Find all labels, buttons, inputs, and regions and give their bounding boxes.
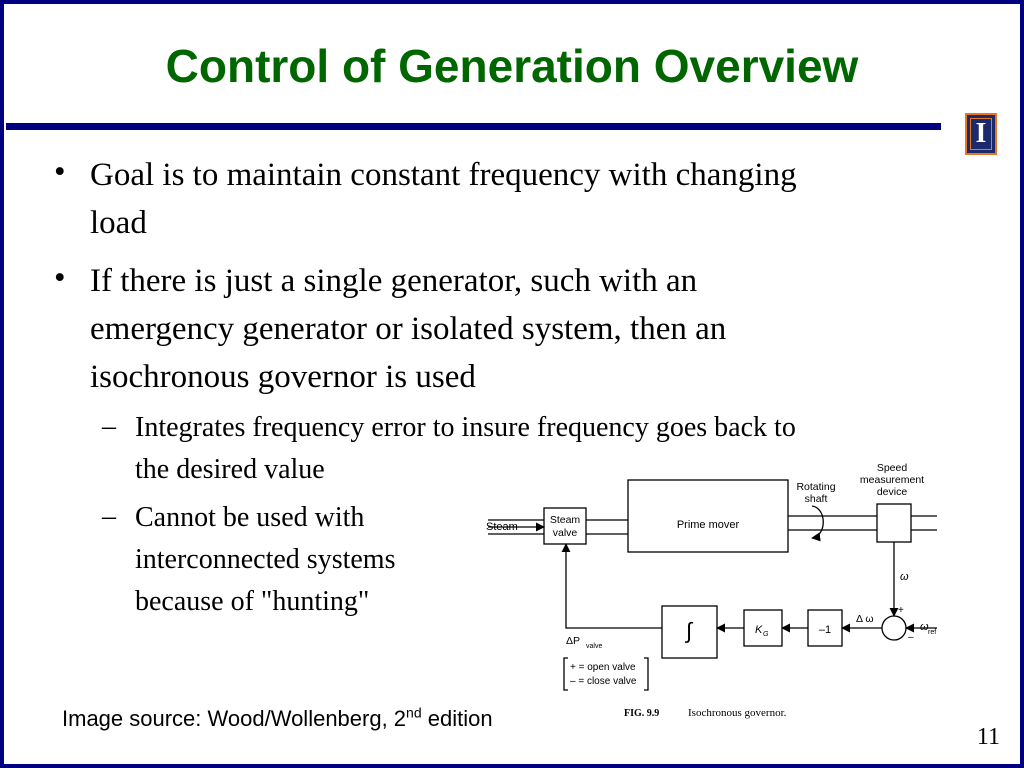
speed-measurement-block xyxy=(876,503,912,543)
omega-ref-subscript: ref xyxy=(928,629,936,636)
plus-sign: + xyxy=(898,605,904,616)
source-superscript: nd xyxy=(406,704,422,721)
integrator-block xyxy=(661,605,718,659)
sub-bullet-2-line-3: because of "hunting" xyxy=(135,586,370,617)
prime-mover-label: Prime mover xyxy=(677,519,740,531)
logo-letter: I xyxy=(975,118,987,149)
bullet-marker: • xyxy=(54,260,66,296)
sub-bullet-2-line-2: interconnected systems xyxy=(135,544,396,575)
negation-label: –1 xyxy=(819,624,831,636)
source-prefix: Image source: Wood/Wollenberg, 2 xyxy=(62,706,407,731)
sub-bullet-1-line-2: the desired value xyxy=(135,454,325,485)
gain-block xyxy=(743,609,783,647)
logo-border xyxy=(970,118,992,150)
sub-bullet-1-line-1: Integrates frequency error to insure fre… xyxy=(135,412,796,443)
slide-title: Control of Generation Overview xyxy=(165,40,859,92)
legend-bracket-right xyxy=(644,657,649,691)
page-number: 11 xyxy=(976,724,1000,750)
steam-valve-label-1: Steam xyxy=(550,514,581,526)
university-logo: I xyxy=(965,113,997,155)
speed-device-label-2: measurement xyxy=(860,474,924,486)
governor-diagram: Steam Steam valve Prime mover Rotating s… xyxy=(482,458,962,720)
rotation-arrow xyxy=(811,505,824,542)
legend-open-valve: + = open valve xyxy=(570,662,636,673)
sub-bullet-marker: – xyxy=(102,501,116,532)
integrator-symbol: ∫ xyxy=(684,618,694,643)
bullet-2-line-1: If there is just a single generator, suc… xyxy=(90,263,698,299)
gain-subscript: G xyxy=(763,631,769,638)
sub-bullet-2-line-1: Cannot be used with xyxy=(135,502,365,533)
figure-caption: Isochronous governor. xyxy=(688,707,787,719)
delta-omega-label: Δ ω xyxy=(856,613,874,625)
minus-sign: – xyxy=(908,632,914,643)
delta-p-subscript: valve xyxy=(586,643,602,650)
omega-ref-label: ω xyxy=(920,621,929,633)
legend-bracket-left xyxy=(563,657,568,691)
rotating-shaft-label-2: shaft xyxy=(805,493,828,505)
bullet-marker: • xyxy=(54,154,66,190)
bullet-1-line-2: load xyxy=(90,205,147,241)
governor-diagram-svg: Steam Steam valve Prime mover Rotating s… xyxy=(486,462,937,719)
steam-valve-label-2: valve xyxy=(553,527,578,539)
rotating-shaft-label-1: Rotating xyxy=(796,481,835,493)
bullet-2-line-3: isochronous governor is used xyxy=(90,359,476,395)
prime-mover-block xyxy=(627,479,789,553)
speed-device-label-3: device xyxy=(877,486,908,498)
speed-device-label-1: Speed xyxy=(877,462,908,474)
summing-junction xyxy=(881,615,907,641)
legend-close-valve: – = close valve xyxy=(570,676,637,687)
gain-label: K xyxy=(755,624,763,636)
bullet-2-line-2: emergency generator or isolated system, … xyxy=(90,311,727,347)
sub-bullet-marker: – xyxy=(102,411,116,442)
bullet-1-line-1: Goal is to maintain constant frequency w… xyxy=(90,157,797,193)
omega-label: ω xyxy=(900,571,909,583)
valve-command-signal xyxy=(561,543,662,629)
image-source-credit: Image source: Wood/Wollenberg, 2nd editi… xyxy=(62,703,493,735)
title-divider xyxy=(6,123,941,130)
figure-number: FIG. 9.9 xyxy=(624,708,659,719)
delta-p-label: ΔP xyxy=(566,635,580,647)
source-suffix: edition xyxy=(421,706,493,731)
steam-label: Steam xyxy=(486,521,518,533)
